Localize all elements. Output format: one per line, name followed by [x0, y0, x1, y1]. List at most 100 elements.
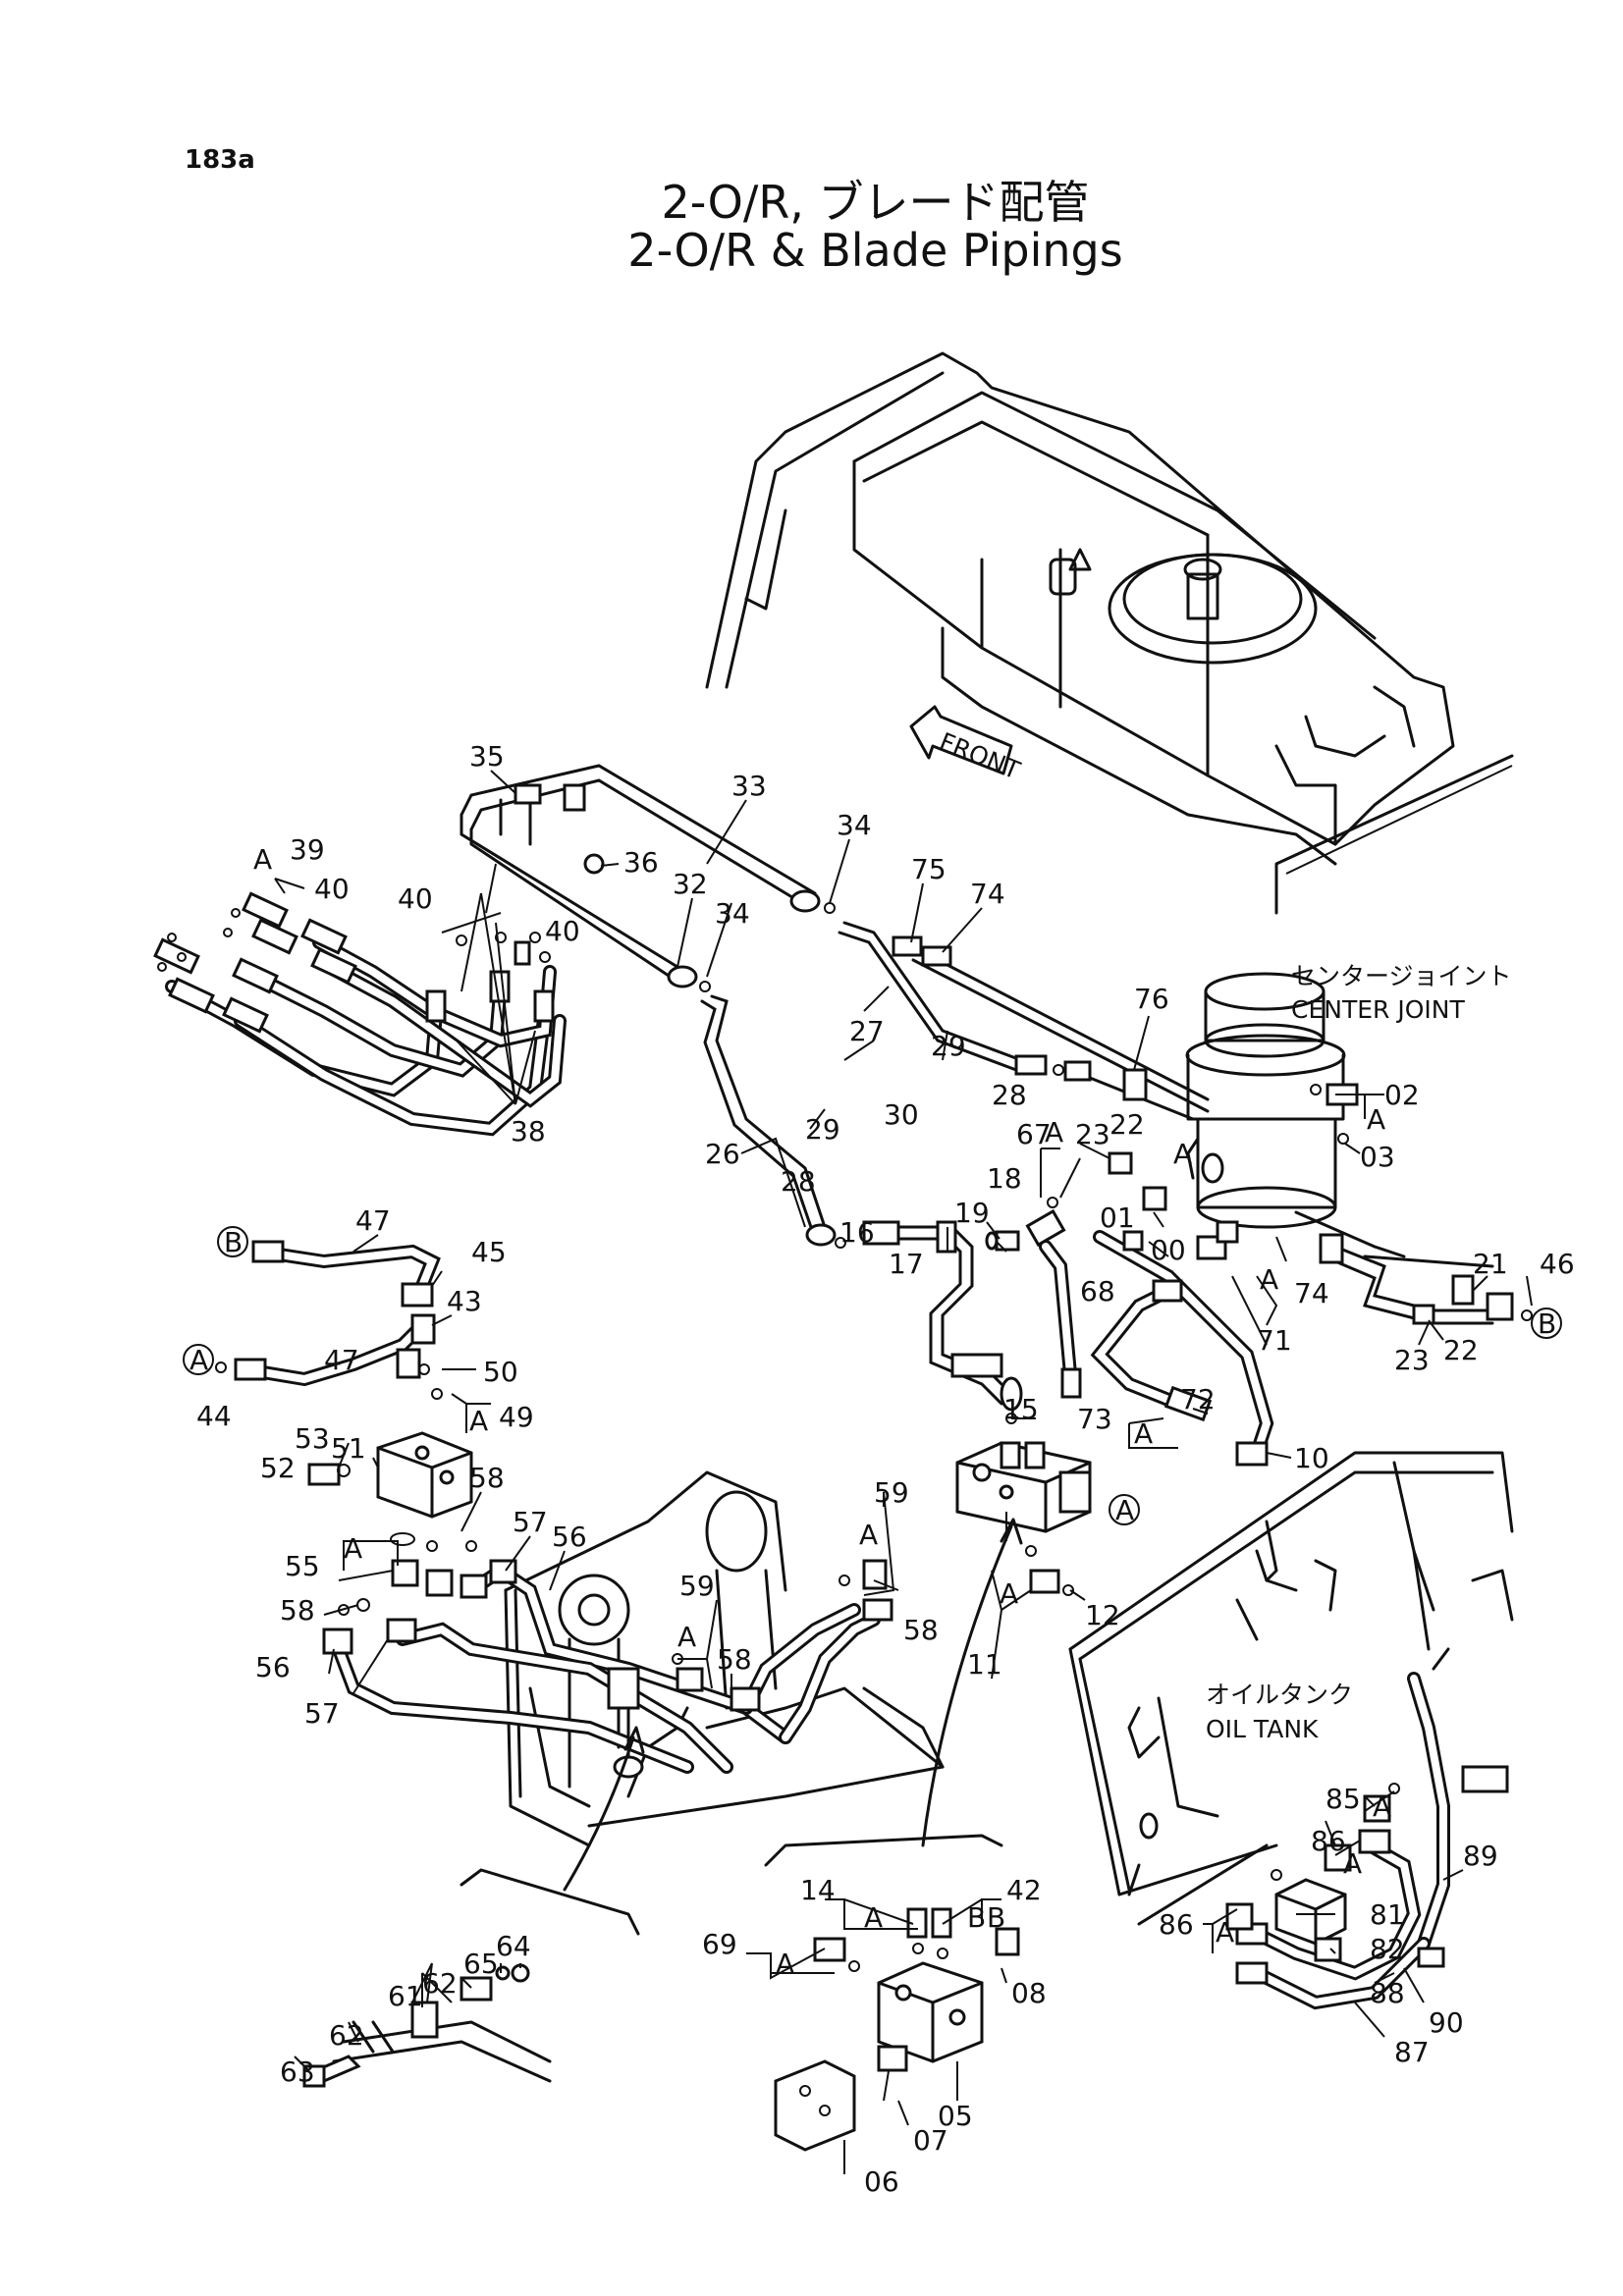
- part-label: 74: [970, 878, 1005, 910]
- part-label: A: [1260, 1263, 1278, 1296]
- part-label: 86: [1159, 1908, 1194, 1941]
- part-label: A: [1134, 1417, 1153, 1450]
- part-label: A: [1173, 1138, 1192, 1170]
- part-label: 30: [884, 1098, 919, 1131]
- part-label: 47: [324, 1344, 359, 1376]
- detail-valve-block: [764, 1834, 1020, 2152]
- part-label: A: [1343, 1847, 1362, 1880]
- part-label: 56: [552, 1521, 587, 1553]
- detail-arrow-1: [563, 1735, 635, 1892]
- part-label: 57: [304, 1697, 340, 1730]
- part-label: 57: [513, 1506, 548, 1538]
- part-label: 49: [499, 1401, 534, 1433]
- part-label: 58: [469, 1462, 505, 1494]
- part-label: 11: [967, 1648, 1002, 1681]
- part-label: 07: [913, 2124, 948, 2157]
- mid-pipes: [862, 1186, 1274, 1467]
- part-label: A: [1000, 1577, 1018, 1610]
- part-label: 53: [295, 1422, 330, 1455]
- part-label: 90: [1429, 2006, 1464, 2039]
- center-joint-drawing: [1185, 972, 1346, 1229]
- part-label: 10: [1294, 1442, 1329, 1474]
- part-label: 81: [1370, 1898, 1405, 1931]
- part-label: 05: [938, 2100, 973, 2132]
- part-label: 64: [496, 1930, 531, 1962]
- detail-clamp: [302, 1868, 640, 2088]
- part-label: 67: [1016, 1118, 1052, 1150]
- part-label: A: [1216, 1916, 1234, 1949]
- part-label: 28: [992, 1079, 1027, 1111]
- part-label: 75: [911, 853, 947, 885]
- part-label: 58: [903, 1614, 939, 1646]
- part-label: 58: [280, 1594, 315, 1627]
- part-label: 29: [931, 1030, 966, 1062]
- part-label: 27: [849, 1015, 885, 1047]
- part-label: 19: [954, 1197, 990, 1229]
- part-label: 35: [469, 740, 505, 773]
- part-label: 52: [260, 1452, 296, 1484]
- part-label: 74: [1294, 1277, 1329, 1309]
- part-label: 76: [1134, 983, 1169, 1015]
- part-label: 38: [511, 1115, 546, 1148]
- part-label: A: [864, 1901, 883, 1934]
- part-label: A: [253, 843, 272, 876]
- part-label: 33: [731, 770, 767, 802]
- part-label: 62: [422, 1967, 458, 2000]
- ref-marker-b: B: [224, 1226, 243, 1258]
- part-label: 14: [800, 1874, 836, 1906]
- part-label: 56: [255, 1651, 291, 1683]
- center-joint-jp-label: センタージョイント: [1291, 962, 1512, 990]
- part-label: 73: [1077, 1403, 1112, 1435]
- blade-frame-drawing: [322, 1470, 945, 1847]
- upper-frame-drawing: [705, 351, 1514, 915]
- part-label: 12: [1085, 1599, 1120, 1631]
- detail-arrow-1-head: [623, 1726, 645, 1754]
- page-code: 183a: [185, 145, 255, 175]
- part-label: 23: [1075, 1118, 1110, 1150]
- part-label: 63: [280, 2056, 315, 2088]
- part-label: 00: [1151, 1234, 1186, 1266]
- part-label: 34: [715, 897, 750, 930]
- part-label: 89: [1463, 1840, 1498, 1872]
- title-japanese: 2-O/R, ブレード配管: [661, 176, 1090, 229]
- part-label: 42: [1006, 1874, 1042, 1906]
- valve-block-center: [955, 1441, 1092, 1596]
- part-label: 22: [1109, 1108, 1145, 1141]
- part-label: A: [677, 1621, 696, 1653]
- part-label: A: [1045, 1116, 1063, 1148]
- part-label: A: [469, 1405, 488, 1437]
- part-label: 55: [285, 1550, 320, 1582]
- part-label: 65: [463, 1948, 499, 1980]
- part-label: 17: [889, 1248, 924, 1280]
- part-label: 43: [447, 1285, 482, 1317]
- part-label: 46: [1540, 1248, 1575, 1280]
- part-label: 40: [545, 915, 580, 947]
- part-label: 87: [1394, 2036, 1430, 2068]
- part-label: 36: [623, 846, 659, 879]
- part-label: 72: [1180, 1383, 1216, 1415]
- part-label: 08: [1011, 1977, 1047, 2009]
- part-label: A: [1373, 1790, 1391, 1823]
- part-label: 58: [717, 1643, 752, 1676]
- part-label: 29: [805, 1113, 840, 1146]
- part-label: 26: [705, 1138, 740, 1170]
- part-label: 16: [839, 1216, 875, 1249]
- part-label: 18: [987, 1162, 1022, 1195]
- part-label: 44: [196, 1400, 232, 1432]
- part-label: 59: [874, 1476, 909, 1509]
- part-label: 34: [837, 809, 872, 841]
- left-valve-assembly: [215, 1240, 477, 1612]
- part-label: 71: [1257, 1324, 1292, 1357]
- circled-ref-markers: B A A B: [183, 1226, 1562, 1526]
- part-label: 28: [781, 1165, 816, 1198]
- part-label: 23: [1394, 1344, 1430, 1376]
- part-label: 62: [329, 2019, 364, 2052]
- ref-marker-a: A: [189, 1344, 208, 1376]
- oil-tank-drawing: [1068, 1451, 1514, 2010]
- right-pipes: [1294, 1083, 1533, 1325]
- part-number-labels: 35 33 34 75 74 39 40 40 36 32 34 40 27 7…: [196, 740, 1575, 2198]
- part-label: A: [344, 1532, 362, 1565]
- part-label: A: [859, 1519, 878, 1551]
